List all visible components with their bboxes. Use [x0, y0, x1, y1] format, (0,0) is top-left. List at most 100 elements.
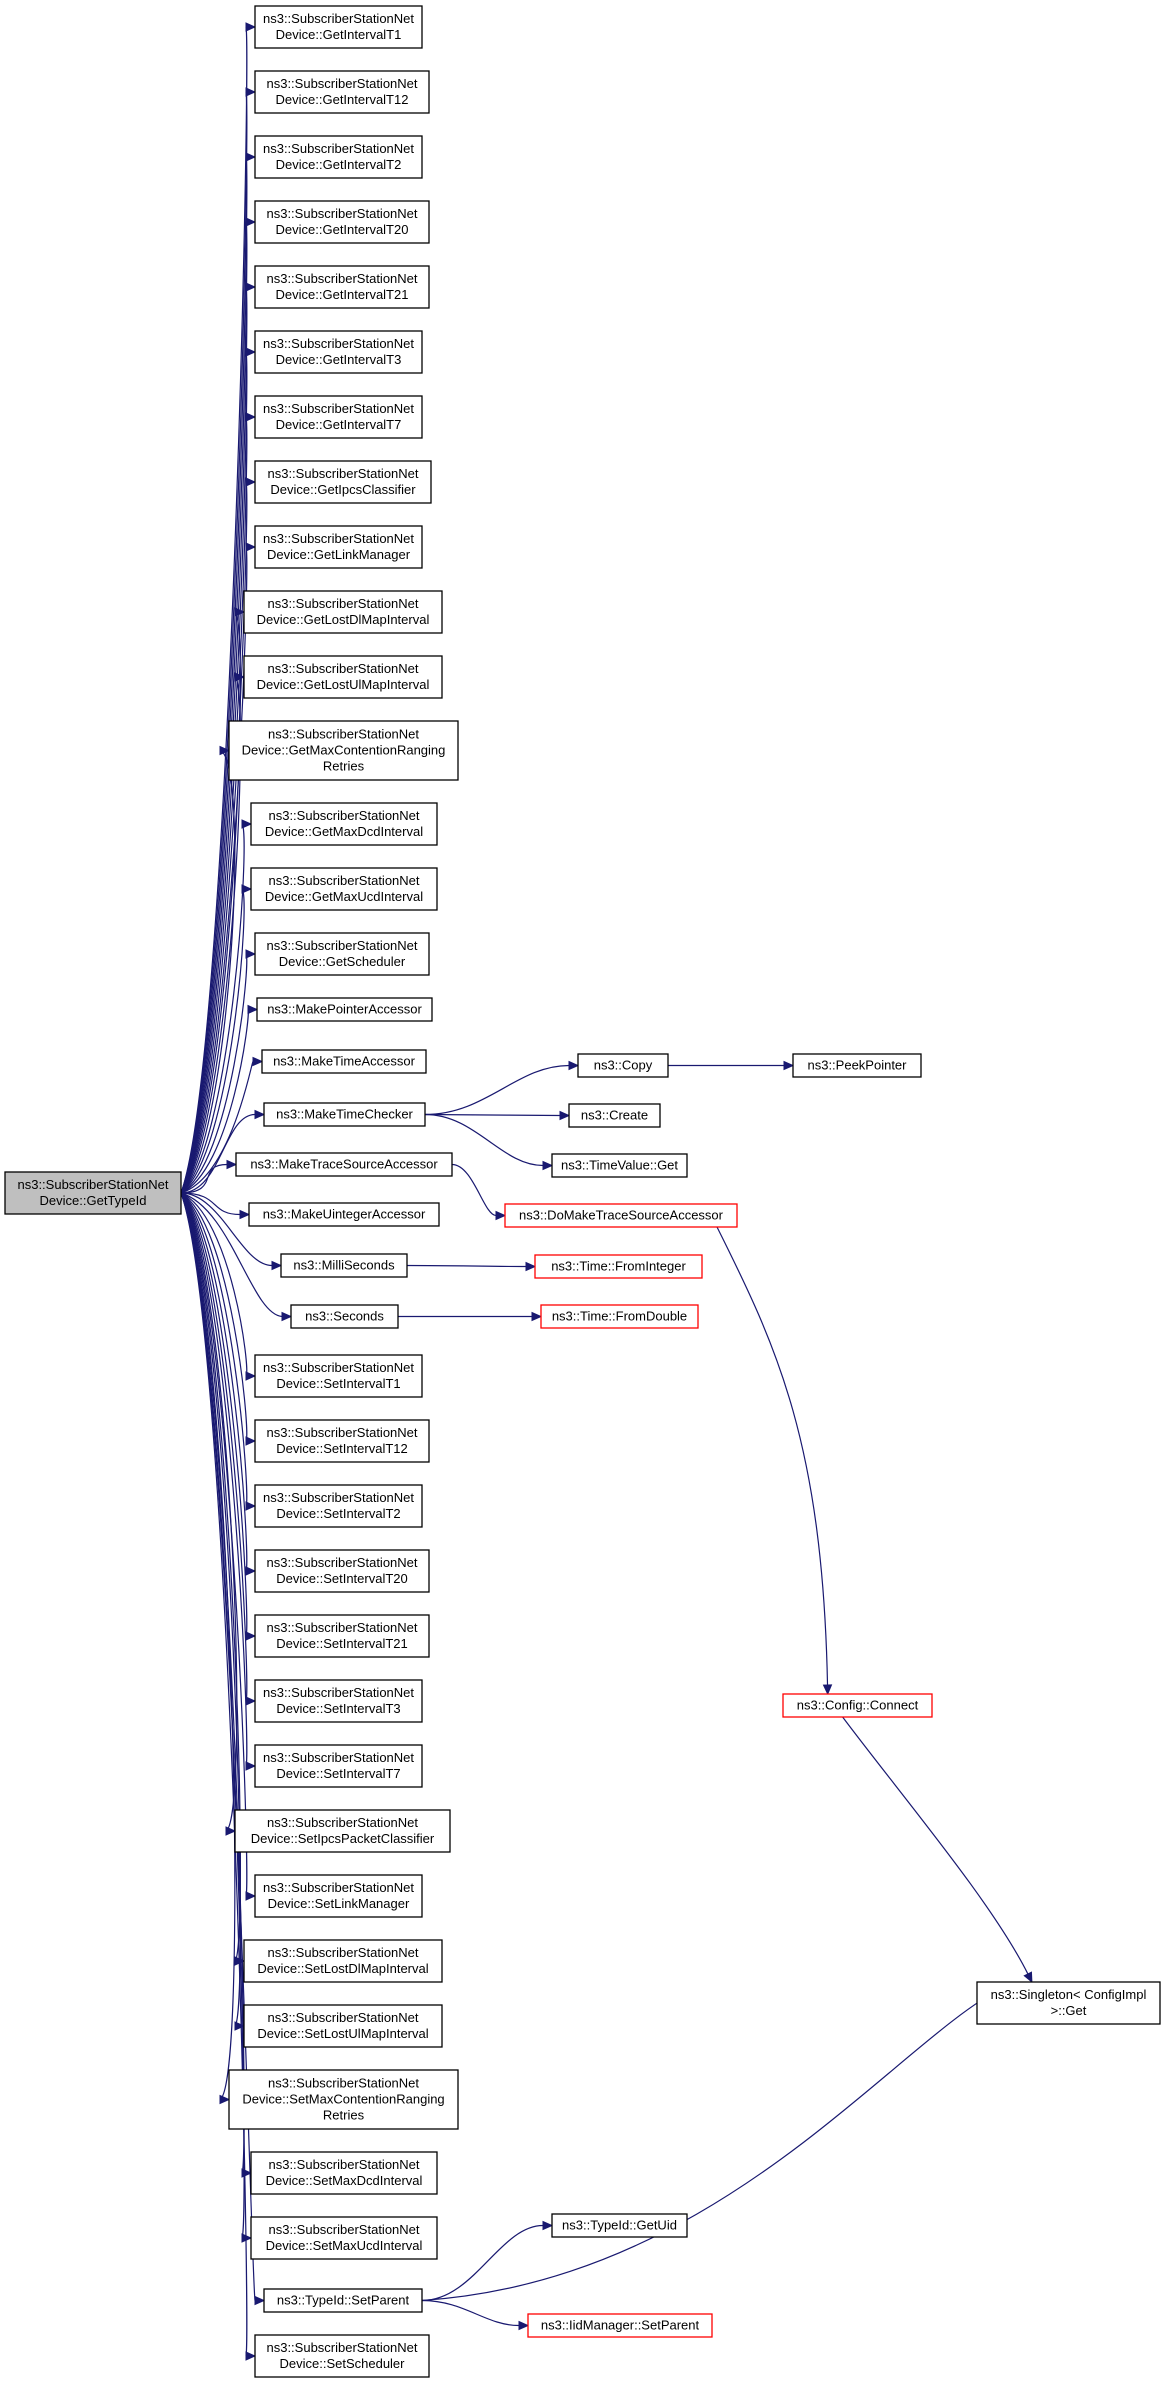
- node-label-line: Device::GetIpcsClassifier: [270, 482, 416, 497]
- node-label-line: ns3::IidManager::SetParent: [541, 2318, 700, 2333]
- node-label-line: ns3::MakeTraceSourceAccessor: [250, 1157, 438, 1172]
- node-fromDbl[interactable]: ns3::Time::FromDouble: [540, 1304, 699, 1329]
- node-mkUint[interactable]: ns3::MakeUintegerAccessor: [248, 1202, 440, 1227]
- node-getUid[interactable]: ns3::TypeId::GetUid: [551, 2213, 688, 2238]
- edge-root-to-mkTimeChk: [180, 1109, 266, 1194]
- node-label-line: Device::GetIntervalT21: [276, 287, 409, 302]
- edge-root-to-setT2: [180, 1192, 257, 1511]
- node-singleton[interactable]: ns3::Singleton< ConfigImpl >::Get: [976, 1981, 1161, 2025]
- node-label-line: ns3::SubscriberStationNet: [266, 1620, 417, 1635]
- node-label-line: Device::GetLostUlMapInterval: [257, 677, 430, 692]
- node-getSched[interactable]: ns3::SubscriberStationNetDevice::GetSche…: [254, 932, 430, 976]
- node-doMkTrace[interactable]: ns3::DoMakeTraceSourceAccessor: [504, 1203, 738, 1228]
- edge-root-to-getSched: [180, 949, 257, 1194]
- node-setT21[interactable]: ns3::SubscriberStationNetDevice::SetInte…: [254, 1614, 430, 1658]
- node-label-line: Device::GetMaxUcdInterval: [265, 889, 423, 904]
- node-connect[interactable]: ns3::Config::Connect: [782, 1693, 933, 1718]
- call-edges: [180, 22, 1033, 2361]
- node-getLostUl[interactable]: ns3::SubscriberStationNetDevice::GetLost…: [243, 655, 443, 699]
- node-label-line: ns3::SubscriberStationNet: [267, 2010, 418, 2025]
- node-label-line: Device::SetMaxContentionRanging: [242, 2092, 444, 2107]
- node-setLostUl[interactable]: ns3::SubscriberStationNetDevice::SetLost…: [243, 2004, 443, 2048]
- node-iidSetParent[interactable]: ns3::IidManager::SetParent: [527, 2313, 713, 2338]
- node-create[interactable]: ns3::Create: [568, 1103, 661, 1128]
- node-label-line: ns3::SubscriberStationNet: [268, 727, 419, 742]
- node-label-line: ns3::SubscriberStationNet: [263, 141, 414, 156]
- node-label-line: Retries: [323, 2108, 365, 2123]
- node-label-line: ns3::Time::FromInteger: [551, 1259, 686, 1274]
- node-label-line: ns3::Singleton< ConfigImpl: [991, 1987, 1147, 2002]
- node-fromInt[interactable]: ns3::Time::FromInteger: [534, 1254, 703, 1279]
- node-getIpcs[interactable]: ns3::SubscriberStationNetDevice::GetIpcs…: [254, 460, 432, 504]
- edge-mkTimeChk-to-timeValGet: [424, 1113, 554, 1171]
- node-setLostDl[interactable]: ns3::SubscriberStationNetDevice::SetLost…: [243, 1939, 443, 1983]
- node-label-line: Device::SetIntervalT20: [276, 1571, 408, 1586]
- node-mkTimeAcc[interactable]: ns3::MakeTimeAccessor: [261, 1049, 427, 1074]
- node-label-line: ns3::SubscriberStationNet: [266, 1425, 417, 1440]
- node-setSched[interactable]: ns3::SubscriberStationNetDevice::SetSche…: [254, 2334, 430, 2378]
- node-getT20[interactable]: ns3::SubscriberStationNetDevice::GetInte…: [254, 200, 430, 244]
- node-peek[interactable]: ns3::PeekPointer: [792, 1053, 922, 1078]
- node-milli[interactable]: ns3::MilliSeconds: [280, 1253, 408, 1278]
- node-setT1[interactable]: ns3::SubscriberStationNetDevice::SetInte…: [254, 1354, 423, 1398]
- node-label-line: ns3::SubscriberStationNet: [263, 531, 414, 546]
- node-setT2[interactable]: ns3::SubscriberStationNetDevice::SetInte…: [254, 1484, 423, 1528]
- node-getT21[interactable]: ns3::SubscriberStationNetDevice::GetInte…: [254, 265, 430, 309]
- node-label-line: Device::SetIntervalT7: [276, 1766, 400, 1781]
- node-getLostDl[interactable]: ns3::SubscriberStationNetDevice::GetLost…: [243, 590, 443, 634]
- node-getT3[interactable]: ns3::SubscriberStationNetDevice::GetInte…: [254, 330, 423, 374]
- node-setT7[interactable]: ns3::SubscriberStationNetDevice::SetInte…: [254, 1744, 423, 1788]
- edge-mkTimeChk-to-create: [424, 1110, 571, 1121]
- node-getT2[interactable]: ns3::SubscriberStationNetDevice::GetInte…: [254, 135, 423, 179]
- node-timeValGet[interactable]: ns3::TimeValue::Get: [551, 1153, 688, 1178]
- edge-root-to-getMaxUcd: [180, 884, 253, 1194]
- node-root[interactable]: ns3::SubscriberStationNetDevice::GetType…: [4, 1171, 182, 1215]
- node-copy[interactable]: ns3::Copy: [577, 1053, 669, 1078]
- node-mkTrace[interactable]: ns3::MakeTraceSourceAccessor: [235, 1152, 453, 1177]
- node-getLink[interactable]: ns3::SubscriberStationNetDevice::GetLink…: [254, 525, 423, 569]
- node-label-line: ns3::SubscriberStationNet: [263, 1750, 414, 1765]
- node-mkTimeChk[interactable]: ns3::MakeTimeChecker: [263, 1102, 426, 1127]
- node-setIpcs[interactable]: ns3::SubscriberStationNetDevice::SetIpcs…: [234, 1809, 451, 1853]
- node-getT12[interactable]: ns3::SubscriberStationNetDevice::GetInte…: [254, 70, 430, 114]
- node-getMaxDcd[interactable]: ns3::SubscriberStationNetDevice::GetMaxD…: [250, 802, 438, 846]
- node-label-line: ns3::PeekPointer: [807, 1058, 907, 1073]
- node-getT1[interactable]: ns3::SubscriberStationNetDevice::GetInte…: [254, 5, 423, 49]
- edge-mkTimeChk-to-copy: [424, 1060, 580, 1116]
- node-label-line: ns3::Config::Connect: [797, 1698, 919, 1713]
- node-getT7[interactable]: ns3::SubscriberStationNetDevice::GetInte…: [254, 395, 423, 439]
- node-label-line: ns3::SubscriberStationNet: [268, 2222, 419, 2237]
- node-label-line: Device::SetLostUlMapInterval: [257, 2026, 428, 2041]
- node-label-line: Device::GetIntervalT20: [276, 222, 409, 237]
- edge-root-to-seconds: [180, 1192, 293, 1322]
- node-setT3[interactable]: ns3::SubscriberStationNetDevice::SetInte…: [254, 1679, 423, 1723]
- node-setParent[interactable]: ns3::TypeId::SetParent: [263, 2288, 423, 2313]
- node-setMaxUcd[interactable]: ns3::SubscriberStationNetDevice::SetMaxU…: [250, 2216, 438, 2260]
- node-label-line: Device::SetLostDlMapInterval: [257, 1961, 428, 1976]
- node-setMaxDcd[interactable]: ns3::SubscriberStationNetDevice::SetMaxD…: [250, 2151, 438, 2195]
- edge-root-to-setIpcs: [180, 1192, 238, 1836]
- node-label-line: Device::GetIntervalT1: [276, 27, 402, 42]
- node-setMaxCont[interactable]: ns3::SubscriberStationNetDevice::SetMaxC…: [228, 2069, 459, 2130]
- node-label-line: Device::SetMaxDcdInterval: [266, 2173, 423, 2188]
- node-setLink[interactable]: ns3::SubscriberStationNetDevice::SetLink…: [254, 1874, 423, 1918]
- edge-root-to-getLink: [180, 542, 257, 1194]
- edge-setParent-to-singleton: [421, 1981, 1015, 2302]
- node-mkPtr[interactable]: ns3::MakePointerAccessor: [256, 997, 433, 1022]
- node-label-line: ns3::MilliSeconds: [293, 1258, 395, 1273]
- edge-root-to-getLostDl: [180, 607, 246, 1194]
- node-seconds[interactable]: ns3::Seconds: [290, 1304, 399, 1329]
- node-getMaxCont[interactable]: ns3::SubscriberStationNetDevice::GetMaxC…: [228, 720, 459, 781]
- node-setT12[interactable]: ns3::SubscriberStationNetDevice::SetInte…: [254, 1419, 430, 1463]
- node-label-line: ns3::SubscriberStationNet: [266, 938, 417, 953]
- edge-seconds-to-fromDbl: [398, 1311, 543, 1322]
- node-label-line: ns3::Seconds: [305, 1309, 384, 1324]
- node-label-line: ns3::DoMakeTraceSourceAccessor: [519, 1208, 724, 1223]
- edge-root-to-setT20: [180, 1192, 257, 1576]
- node-label-line: Device::GetIntervalT2: [276, 157, 402, 172]
- node-label-line: ns3::Time::FromDouble: [552, 1309, 687, 1324]
- node-setT20[interactable]: ns3::SubscriberStationNetDevice::SetInte…: [254, 1549, 430, 1593]
- edge-root-to-mkTimeAcc: [180, 1056, 264, 1194]
- node-label-line: Device::SetMaxUcdInterval: [266, 2238, 423, 2253]
- node-getMaxUcd[interactable]: ns3::SubscriberStationNetDevice::GetMaxU…: [250, 867, 438, 911]
